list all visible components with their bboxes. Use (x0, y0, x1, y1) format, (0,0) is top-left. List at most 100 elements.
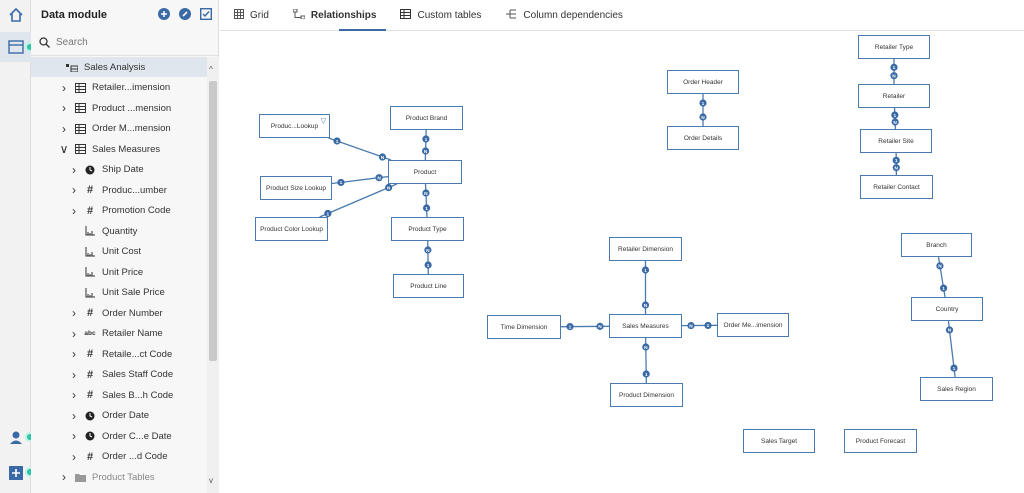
edit-button[interactable] (179, 7, 191, 25)
tab-custom-tables[interactable]: Custom tables (386, 0, 491, 31)
entity-salesregion[interactable]: Sales Region (920, 377, 993, 401)
relationship-line[interactable] (424, 129, 427, 161)
check-button[interactable] (199, 7, 213, 25)
entity-proddim[interactable]: Product Dimension (610, 383, 683, 407)
cardinality-badge (596, 322, 604, 330)
chevron-right-icon[interactable]: › (72, 408, 76, 423)
chevron-right-icon[interactable]: › (72, 326, 76, 341)
hash-icon: # (86, 307, 94, 319)
chevron-right-icon[interactable]: › (72, 367, 76, 382)
tree-item[interactable]: Unit Cost (31, 242, 207, 262)
tree-item[interactable]: ›#Order Number (31, 303, 207, 323)
chevron-right-icon[interactable]: › (62, 470, 66, 484)
cardinality-badge (642, 343, 650, 351)
entity-branch[interactable]: Branch (901, 233, 972, 257)
tree-item[interactable]: › Order C...e Date (31, 426, 207, 446)
cardinality-badge (892, 164, 900, 172)
entity-ordhead[interactable]: Order Header (667, 70, 739, 94)
entity-rtype[interactable]: Retailer Type (858, 35, 930, 59)
entity-salestarget[interactable]: Sales Target (743, 429, 815, 453)
entity-retailer[interactable]: Retailer (858, 84, 930, 108)
entity-rcontact[interactable]: Retailer Contact (860, 175, 933, 199)
scroll-down-icon[interactable]: v (209, 476, 213, 485)
tree-item-label: Retailer Name (102, 328, 163, 339)
tree-item[interactable]: ›#Sales B...h Code (31, 385, 207, 405)
tree-item[interactable]: ›#Produc...umber (31, 180, 207, 200)
tree-item[interactable]: Quantity (31, 221, 207, 241)
entity-brand[interactable]: Product Brand (390, 106, 463, 130)
cardinality-badge (421, 147, 430, 155)
relationship-line[interactable] (427, 240, 429, 275)
tree-item[interactable]: › Product Tables (31, 467, 207, 487)
measure-icon (83, 266, 97, 278)
relationship-line[interactable] (424, 183, 428, 218)
tree-item[interactable]: ∨Sales Measures (31, 139, 207, 159)
entity-country[interactable]: Country (911, 297, 983, 321)
chevron-right-icon[interactable]: › (72, 203, 76, 218)
home-button[interactable] (0, 0, 31, 30)
entity-sizelookup[interactable]: Product Size Lookup (260, 176, 332, 200)
cardinality-label: 1 (893, 65, 896, 71)
tree-item[interactable]: ›#Promotion Code (31, 201, 207, 221)
chevron-right-icon[interactable]: › (72, 388, 76, 402)
tab-grid[interactable]: Grid (220, 0, 279, 31)
cardinality-label: 1 (427, 263, 430, 269)
tab-relationships[interactable]: Relationships (279, 0, 387, 31)
cardinality-label: N (426, 248, 430, 254)
tree-item-label: Sales B...h Code (102, 389, 174, 401)
entity-ptype[interactable]: Product Type (391, 217, 464, 241)
entity-prodforecast[interactable]: Product Forecast (844, 429, 917, 453)
search-input[interactable]: Search (31, 30, 218, 56)
chevron-right-icon[interactable]: › (72, 347, 76, 361)
entity-colorlookup[interactable]: Product Color Lookup (255, 217, 328, 241)
tree-item-label: Order C...e Date (102, 430, 172, 442)
tree-item[interactable]: ›#Order ...d Code (31, 447, 207, 467)
tree-item[interactable]: ›Retailer...imension (31, 78, 207, 98)
abc-icon: abc (84, 330, 96, 337)
entity-salesmeas[interactable]: Sales Measures (609, 314, 682, 338)
chevron-right-icon[interactable]: › (72, 183, 76, 197)
tree-item[interactable]: Unit Sale Price (31, 283, 207, 303)
tree-item[interactable]: ›#Sales Staff Code (31, 365, 207, 385)
cardinality-badge (687, 321, 695, 330)
tree-scrollbar[interactable]: ^ v (207, 57, 219, 493)
tree-item-label: Product Tables (92, 471, 155, 483)
tree-item-label: Unit Sale Price (102, 287, 165, 298)
scroll-thumb[interactable] (209, 81, 217, 361)
cardinality-label: 1 (895, 158, 898, 164)
new-button[interactable] (0, 458, 31, 488)
entity-ordmethdim[interactable]: Order Me...imension (717, 313, 789, 337)
chevron-right-icon[interactable]: › (72, 429, 76, 443)
tree-item[interactable]: ›Order M...mension (31, 119, 207, 139)
entity-pline[interactable]: Product Line (393, 274, 464, 298)
hash-icon: # (86, 368, 94, 381)
tree-item[interactable]: ›Ship Date (31, 160, 207, 180)
chevron-right-icon[interactable]: › (62, 121, 66, 136)
add-source-button[interactable] (158, 7, 170, 25)
tree-item[interactable]: Sales Analysis (31, 57, 207, 77)
chevron-right-icon[interactable]: › (62, 80, 66, 95)
chevron-right-icon[interactable]: › (62, 101, 66, 115)
chevron-right-icon[interactable]: › (72, 449, 76, 464)
entity-product[interactable]: Product (388, 160, 462, 184)
measure-icon (83, 287, 97, 299)
chevron-down-icon[interactable]: ∨ (59, 142, 69, 156)
scroll-up-icon[interactable]: ^ (209, 65, 213, 74)
tree-item[interactable]: ›Order Date (31, 406, 207, 426)
user-button[interactable] (0, 422, 31, 452)
entity-orddet[interactable]: Order Details (667, 126, 739, 150)
tree-item[interactable]: › abc Retailer Name (31, 324, 207, 344)
tab-column-dependencies[interactable]: Column dependencies (491, 0, 633, 31)
entity-rsite[interactable]: Retailer Site (860, 129, 932, 153)
tree-item[interactable]: ›#Retaile...ct Code (31, 344, 207, 364)
entity-timedim[interactable]: Time Dimension (487, 315, 561, 339)
relationship-line[interactable] (319, 183, 398, 218)
entity-retdim[interactable]: Retailer Dimension (609, 237, 682, 261)
tree-item[interactable]: Unit Price (31, 262, 207, 282)
tree-item[interactable]: ›Product ...mension (31, 98, 207, 118)
entity-prodlookup[interactable]: Produc...Lookup▽ (259, 114, 330, 138)
filter-icon: ▽ (320, 118, 326, 125)
chevron-right-icon[interactable]: › (72, 306, 76, 320)
chevron-right-icon[interactable]: › (72, 162, 76, 177)
